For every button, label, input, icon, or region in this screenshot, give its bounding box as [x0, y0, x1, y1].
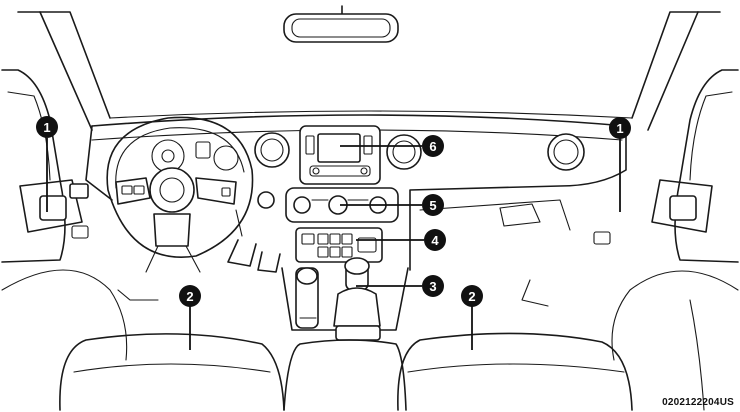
switch-bank [295, 227, 383, 263]
callout-3: 3 [422, 275, 444, 297]
callout-1-left: 1 [36, 116, 58, 138]
callout-2-left-number: 2 [186, 289, 193, 304]
pedals [227, 209, 281, 273]
callout-1-right: 1 [609, 117, 631, 139]
center-console [281, 257, 409, 341]
center-vents [254, 132, 585, 209]
windshield-frame [17, 11, 721, 131]
callout-leaders [46, 138, 621, 350]
callout-1-left-number: 1 [43, 120, 50, 135]
callout-6-number: 6 [429, 139, 436, 154]
callout-3-number: 3 [429, 279, 436, 294]
callout-5-number: 5 [429, 198, 436, 213]
callout-2-right-number: 2 [468, 289, 475, 304]
left-door [1, 69, 159, 361]
steering-wheel [106, 116, 254, 273]
seats [59, 299, 705, 411]
callout-1-right-number: 1 [616, 121, 623, 136]
touchscreen-unit [299, 125, 381, 185]
callout-5: 5 [422, 194, 444, 216]
right-door [521, 69, 739, 361]
rearview-mirror [283, 5, 399, 43]
callout-2-right: 2 [461, 285, 483, 307]
callout-4-number: 4 [431, 233, 439, 248]
callout-6: 6 [422, 135, 444, 157]
callout-2-left: 2 [179, 285, 201, 307]
callout-4: 4 [424, 229, 446, 251]
figure-id-label: 0202122204US [662, 397, 734, 408]
